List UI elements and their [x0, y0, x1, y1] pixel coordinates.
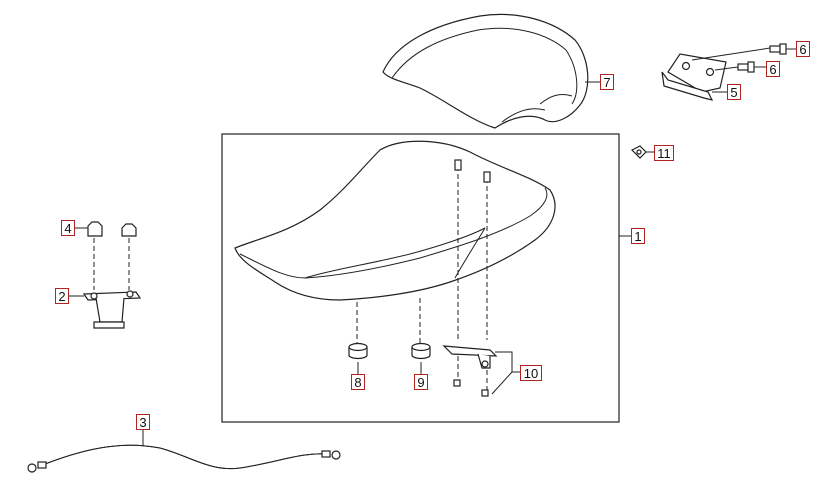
callout-5: 5 [727, 84, 741, 100]
latch-bracket-part [442, 345, 498, 397]
rubber-foot-9-part [411, 342, 431, 360]
callout-4: 4 [61, 220, 75, 236]
callout-1: 1 [631, 228, 645, 244]
assembly-frame [221, 133, 620, 423]
callout-2: 2 [55, 288, 69, 304]
callout-6b: 6 [766, 61, 780, 77]
seat-release-cable-part [27, 444, 341, 473]
clip-part [630, 145, 647, 159]
callout-7: 7 [600, 74, 614, 90]
callout-11: 11 [654, 145, 674, 161]
callout-3: 3 [136, 414, 150, 430]
callout-8: 8 [351, 374, 365, 390]
rubber-foot-8-part [348, 342, 368, 360]
bolt-6b-part [737, 61, 755, 73]
callout-10: 10 [520, 365, 542, 381]
nut-4-part [87, 221, 137, 237]
seat-assembly-part [234, 140, 556, 301]
callout-9: 9 [414, 374, 428, 390]
mount-bracket-part [82, 290, 142, 329]
hinge-bracket-part [661, 53, 727, 101]
bolt-6a-part [769, 43, 787, 55]
callout-6a: 6 [796, 41, 810, 57]
seat-cover-part [382, 13, 589, 129]
